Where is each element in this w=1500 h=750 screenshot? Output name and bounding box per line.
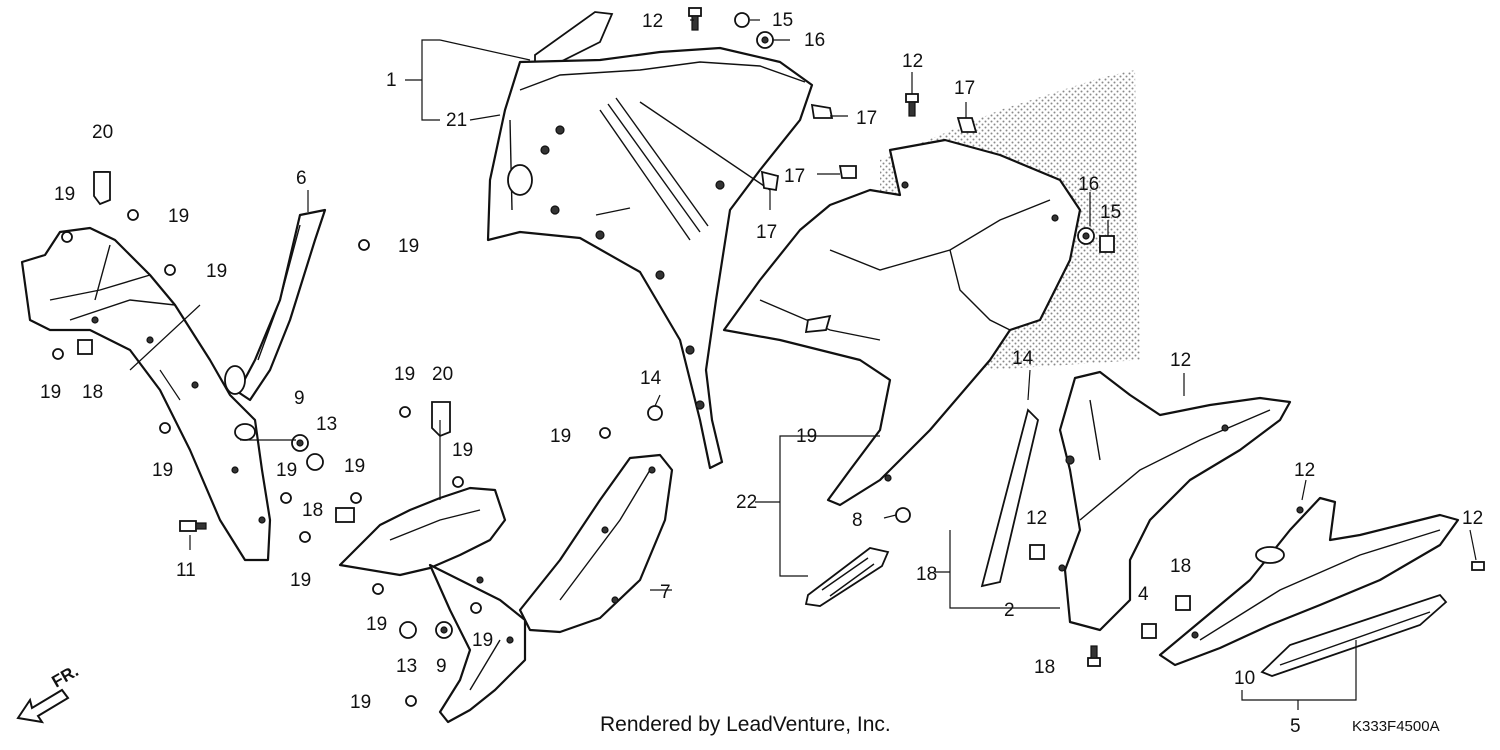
callout-label: 19 bbox=[54, 184, 75, 205]
callout-label: 17 bbox=[856, 108, 877, 129]
clip-15-top bbox=[734, 12, 750, 28]
callout-label: 12 bbox=[1462, 508, 1483, 529]
callout-label: 19 bbox=[472, 630, 493, 651]
callout-label: 19 bbox=[394, 364, 415, 385]
lower-left-panel bbox=[338, 453, 674, 724]
callout-label: 13 bbox=[316, 414, 337, 435]
callout-label: 12 bbox=[902, 51, 923, 72]
grommet-9-a bbox=[291, 434, 309, 452]
screws-19 bbox=[52, 209, 611, 707]
callout-label: 18 bbox=[82, 382, 103, 403]
bolt-13-a bbox=[306, 453, 324, 471]
clip-15-right bbox=[1099, 235, 1115, 253]
callout-label: 17 bbox=[954, 78, 975, 99]
clip-18-a bbox=[77, 339, 93, 355]
callout-label: 19 bbox=[398, 236, 419, 257]
clip-18-b bbox=[335, 507, 355, 523]
bolt-12-top bbox=[688, 7, 702, 31]
diagram-code: K333F4500A bbox=[1352, 718, 1440, 735]
callout-label: 16 bbox=[804, 30, 825, 51]
callout-label: 21 bbox=[446, 110, 467, 131]
callout-label: 18 bbox=[1170, 556, 1191, 577]
upper-cowl bbox=[486, 11, 814, 470]
callout-label: 2 bbox=[1004, 600, 1015, 621]
callout-label: 12 bbox=[1294, 460, 1315, 481]
callout-label: 19 bbox=[168, 206, 189, 227]
render-credit: Rendered by LeadVenture, Inc. bbox=[600, 713, 891, 736]
bolt-12-right bbox=[1471, 561, 1485, 571]
callout-label: 19 bbox=[206, 261, 227, 282]
callout-label: 17 bbox=[756, 222, 777, 243]
callout-label: 19 bbox=[350, 692, 371, 713]
callout-label: 13 bbox=[396, 656, 417, 677]
callout-label: 14 bbox=[1012, 348, 1034, 369]
grommet-16-top bbox=[756, 31, 774, 49]
fasteners bbox=[52, 7, 1485, 707]
inner-panel-left bbox=[20, 171, 327, 562]
bolt-14-a bbox=[647, 405, 663, 421]
callout-label: 17 bbox=[784, 166, 805, 187]
callout-label: 7 bbox=[660, 582, 671, 603]
callout-label: 10 bbox=[1234, 668, 1255, 689]
callout-label: 14 bbox=[640, 368, 662, 389]
callout-label: 19 bbox=[344, 456, 365, 477]
bracket-20-a bbox=[93, 171, 111, 206]
leader-lines bbox=[129, 19, 1477, 710]
fr-label: FR. bbox=[49, 661, 82, 691]
callout-label: 6 bbox=[296, 168, 307, 189]
callout-label: 19 bbox=[152, 460, 173, 481]
clip-17-a bbox=[810, 103, 834, 119]
clip-18-e bbox=[1175, 595, 1191, 611]
clip-17-d bbox=[760, 170, 780, 192]
clip-17-c bbox=[838, 165, 857, 179]
side-stripe-decal bbox=[980, 408, 1039, 588]
middle-cowl bbox=[722, 70, 1140, 607]
bolt-11 bbox=[179, 520, 207, 532]
clip-17-b bbox=[956, 117, 978, 133]
clip-18-c bbox=[1029, 544, 1045, 560]
grommet-9-b bbox=[435, 621, 453, 639]
callout-label: 8 bbox=[852, 510, 863, 531]
callout-label: 19 bbox=[290, 570, 311, 591]
callout-label: 9 bbox=[294, 388, 305, 409]
bolt-14-b bbox=[895, 507, 911, 523]
lower-decal-8 bbox=[804, 547, 890, 607]
callout-label: 18 bbox=[916, 564, 937, 585]
callout-label: 18 bbox=[302, 500, 323, 521]
windscreen-decal bbox=[534, 11, 614, 68]
callouts: 1 21 12 15 16 17 12 17 17 17 16 15 20 19… bbox=[40, 10, 1483, 737]
callout-label: 19 bbox=[40, 382, 61, 403]
callout-label: 9 bbox=[436, 656, 447, 677]
callout-label: 11 bbox=[176, 560, 196, 581]
callout-label: 4 bbox=[1138, 584, 1149, 605]
callout-label: 5 bbox=[1290, 716, 1301, 737]
callout-label: 16 bbox=[1078, 174, 1099, 195]
grommet-16-right bbox=[1077, 227, 1095, 245]
callout-label: 18 bbox=[1034, 657, 1055, 678]
callout-label: 19 bbox=[550, 426, 571, 447]
callout-label: 12 bbox=[1170, 350, 1191, 371]
callout-label: 12 bbox=[1026, 508, 1047, 529]
lower-right-cowl bbox=[980, 370, 1292, 632]
bracket-20-b bbox=[431, 401, 451, 438]
callout-label: 15 bbox=[1100, 202, 1121, 223]
bolt-10 bbox=[1087, 645, 1101, 667]
callout-label: 15 bbox=[772, 10, 793, 31]
callout-label: 22 bbox=[736, 492, 757, 513]
callout-label: 19 bbox=[452, 440, 473, 461]
callout-label: 19 bbox=[276, 460, 297, 481]
front-direction-arrow: FR. bbox=[16, 661, 82, 724]
callout-label: 19 bbox=[796, 426, 817, 447]
callout-label: 20 bbox=[432, 364, 453, 385]
clip-18-d bbox=[1141, 623, 1157, 639]
bolt-12-mid bbox=[905, 93, 919, 117]
callout-label: 1 bbox=[386, 70, 397, 91]
callout-label: 12 bbox=[642, 11, 663, 32]
under-cowl bbox=[1158, 496, 1460, 677]
bolt-13-b bbox=[399, 621, 417, 639]
callout-label: 20 bbox=[92, 122, 113, 143]
callout-label: 19 bbox=[366, 614, 387, 635]
